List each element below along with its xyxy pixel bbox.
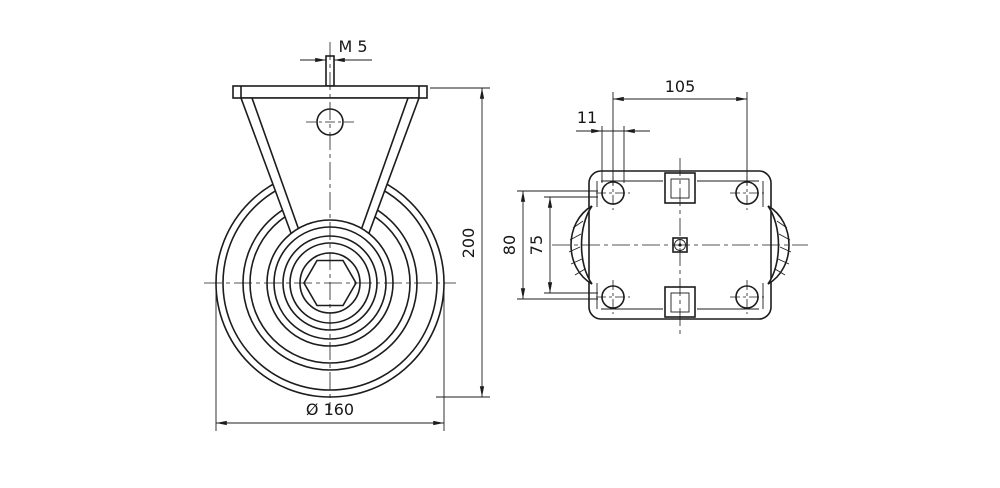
side-grip-left bbox=[568, 205, 593, 285]
dim-hole-spacing-80: 80 bbox=[500, 235, 519, 255]
bolt-hole bbox=[730, 280, 764, 314]
dim-hole-spacing-75: 75 bbox=[527, 235, 546, 255]
dimension-hole-spacing-width: 105 bbox=[612, 77, 748, 185]
dim-hole-diameter: 11 bbox=[577, 108, 597, 127]
dimension-wheel-diameter: Ø 160 bbox=[215, 291, 445, 431]
dim-wheel-diameter: Ø 160 bbox=[306, 400, 354, 419]
bolt-hole bbox=[596, 280, 630, 314]
side-grip-right bbox=[767, 205, 792, 285]
dimension-thread: M 5 bbox=[300, 37, 372, 63]
dimension-hole-diameter: 11 bbox=[576, 108, 650, 183]
dim-hole-spacing-width: 105 bbox=[665, 77, 696, 96]
dim-thread-size: M 5 bbox=[338, 37, 367, 56]
dimension-hole-spacing-80: 80 bbox=[500, 190, 598, 300]
dimension-height: 200 bbox=[430, 87, 490, 398]
dimension-hole-spacing-75: 75 bbox=[527, 196, 598, 294]
dim-overall-height: 200 bbox=[459, 228, 478, 259]
front-view: M 5 200 Ø 160 bbox=[204, 37, 490, 431]
plate-top-view: 105 11 80 75 bbox=[500, 77, 808, 334]
